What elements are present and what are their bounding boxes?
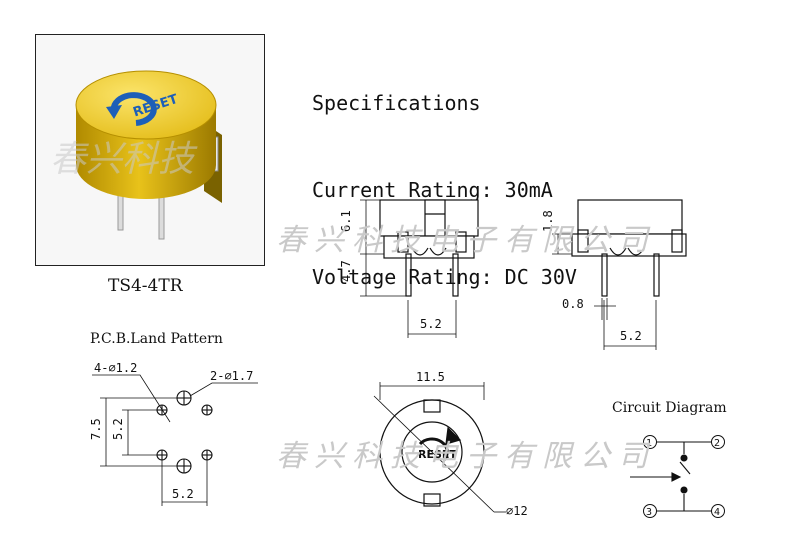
front-dim-5-2: 5.2 bbox=[420, 317, 442, 331]
specs-current: Current Rating: 30mA bbox=[312, 178, 553, 202]
pcb-dim-5-2-horizontal: 5.2 bbox=[172, 487, 194, 501]
product-render: RESET 春兴科技 bbox=[50, 70, 222, 240]
arrow-ring-icon bbox=[110, 92, 157, 126]
specs-voltage: Voltage Rating: DC 30V bbox=[312, 265, 577, 289]
top-cap-label: RESET bbox=[418, 448, 457, 461]
side-view bbox=[552, 199, 687, 350]
svg-text:4: 4 bbox=[714, 507, 720, 518]
svg-text:3: 3 bbox=[646, 507, 652, 518]
circuit-title: Circuit Diagram bbox=[612, 400, 727, 416]
pcb-hole-small: 4-⌀1.2 bbox=[94, 361, 137, 375]
side-dim-5-2: 5.2 bbox=[620, 329, 642, 343]
circuit-diagram bbox=[630, 441, 712, 512]
photo-watermark: 春兴科技 bbox=[50, 139, 198, 180]
product-photo: RESET 春兴科技 bbox=[35, 34, 265, 266]
side-dim-0-8: 0.8 bbox=[562, 297, 584, 311]
circuit-pin-1: 1 bbox=[643, 435, 657, 449]
top-view bbox=[373, 382, 506, 513]
front-dim-4-7: 4.7 bbox=[339, 260, 353, 282]
front-view bbox=[360, 199, 479, 338]
top-dim-diameter: ⌀12 bbox=[506, 504, 528, 518]
circuit-pin-3: 3 bbox=[643, 504, 657, 518]
pcb-land-pattern bbox=[92, 374, 258, 506]
pcb-dim-5-2-vertical: 5.2 bbox=[111, 418, 125, 440]
specs-title: Specifications bbox=[312, 91, 481, 115]
top-dim-11-5: 11.5 bbox=[416, 370, 445, 384]
side-dim-1-8: 1.8 bbox=[541, 210, 555, 232]
arrow-head-icon bbox=[106, 105, 122, 119]
pcb-title: P.C.B.Land Pattern bbox=[90, 331, 223, 347]
company-watermark-top: 春兴科技电子有限公司 bbox=[276, 223, 656, 258]
svg-text:2: 2 bbox=[714, 438, 720, 449]
specifications: Specifications Current Rating: 30mA Volt… bbox=[312, 31, 577, 350]
company-watermark-bottom: 春兴科技电子有限公司 bbox=[276, 439, 656, 474]
model-caption: TS4-4TR bbox=[108, 276, 183, 296]
pcb-dim-7-5: 7.5 bbox=[89, 418, 103, 440]
circuit-pin-4: 4 bbox=[711, 504, 725, 518]
pcb-hole-large: 2-⌀1.7 bbox=[210, 369, 253, 383]
svg-text:1: 1 bbox=[646, 438, 652, 449]
cap-top bbox=[75, 70, 217, 140]
front-dim-6-1: 6.1 bbox=[339, 210, 353, 232]
circuit-pin-2: 2 bbox=[711, 435, 725, 449]
